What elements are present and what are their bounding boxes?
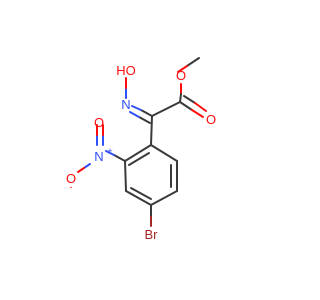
atom-label-nitro-o-minus: O bbox=[66, 171, 76, 186]
atom-label-ester-o: O bbox=[176, 68, 186, 83]
bond-methyl-o-red bbox=[177, 65, 188, 73]
bond-alpha-ring bbox=[150, 115, 153, 146]
atom-label-carbonyl-o: O bbox=[206, 112, 216, 127]
bond-cn-double-b bbox=[138, 116, 151, 124]
ring-bond-1 bbox=[124, 144, 152, 162]
bond-cn-double-a bbox=[140, 109, 153, 117]
ring-bond-3 bbox=[125, 190, 152, 206]
bond-n-ominus-blue bbox=[83, 163, 91, 169]
bond-cn-double-b-blue bbox=[129, 111, 140, 118]
bond-ring-nitro bbox=[113, 154, 126, 162]
bond-n-ominus-red bbox=[77, 167, 85, 173]
molecule-diagram: HO N O O N + O O - Br bbox=[66, 57, 216, 242]
atom-label-oxime-oh: HO bbox=[116, 63, 136, 78]
ring-bond-2 bbox=[124, 160, 127, 192]
bond-o-carbonyl bbox=[179, 93, 182, 103]
ring-bond-6 bbox=[150, 144, 178, 162]
atom-label-oxime-n: N bbox=[121, 97, 130, 112]
bond-co-double-a bbox=[179, 101, 193, 111]
bond-co-double-b-red bbox=[194, 102, 207, 112]
bond-methyl-o bbox=[186, 57, 200, 67]
ring-bond-4 bbox=[150, 190, 178, 206]
charge-nitro-minus: - bbox=[70, 182, 73, 192]
bond-co-double-b bbox=[183, 95, 196, 104]
structure-drawing: HO N O O N + O O - Br bbox=[66, 57, 216, 242]
ring-bond-1-inner bbox=[128, 152, 150, 166]
bond-co-double-a-red bbox=[191, 109, 204, 118]
bond-cn-double-a-blue bbox=[131, 105, 142, 111]
charge-nitro-plus: + bbox=[107, 146, 112, 156]
atom-label-nitro-o-top: O bbox=[94, 115, 104, 130]
atom-label-bromine: Br bbox=[145, 227, 159, 242]
bond-carbonyl-alpha bbox=[151, 101, 181, 117]
bond-ring-nitro-blue bbox=[105, 150, 115, 156]
atom-label-nitro-n: N bbox=[94, 149, 103, 164]
ring-bond-3-inner bbox=[130, 187, 152, 200]
